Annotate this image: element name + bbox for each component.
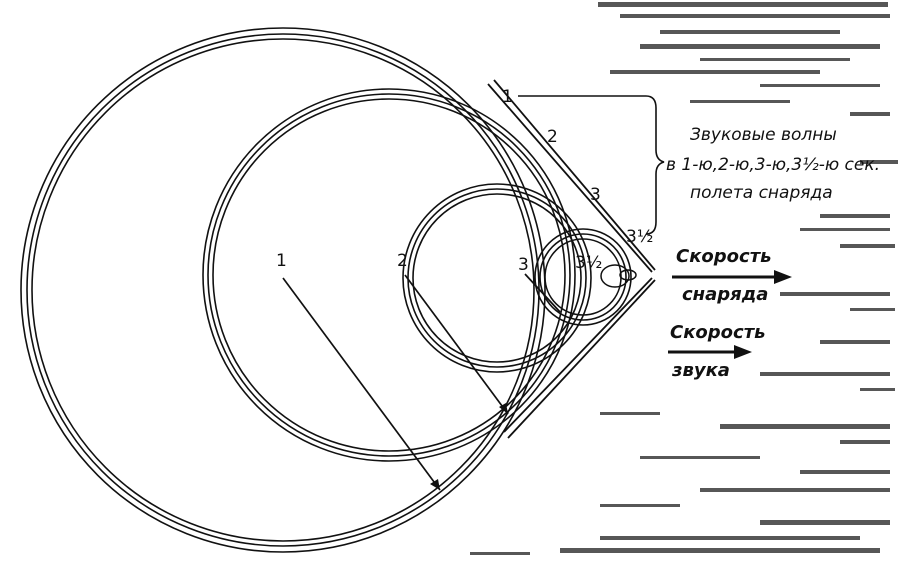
center-label-1: 1: [276, 251, 287, 271]
projectile-speed-label-1: Скорость: [676, 246, 772, 267]
projectile-speed-arrow: [672, 270, 792, 284]
sound-speed-label-1: Скорость: [670, 322, 766, 343]
sound-speed-label-2: звука: [671, 360, 730, 381]
mach-cone: [487, 79, 656, 439]
apex-loops: [600, 264, 637, 288]
center-label-2: 2: [397, 251, 408, 271]
top-label-3: 3: [590, 185, 601, 205]
wavefront-3: [402, 183, 592, 373]
center-label-3: 3: [518, 255, 529, 275]
wavefront-2: [202, 88, 576, 462]
top-label-1: 1: [502, 87, 513, 107]
caption-line-3: полета снаряда: [690, 183, 833, 203]
projectile-speed-label-2: снаряда: [682, 284, 768, 305]
background-texture: [470, 2, 898, 555]
top-label-2: 2: [547, 127, 558, 147]
top-label-3-5: 3½: [626, 227, 653, 247]
caption-line-2: в 1-ю,2-ю,3-ю,3½-ю сек.: [666, 155, 880, 175]
caption-brace: [518, 95, 665, 235]
wavefront-3-5: [534, 228, 632, 326]
center-label-3-5: 3½: [575, 253, 602, 273]
wavefront-1: [20, 27, 546, 553]
sound-speed-arrow: [668, 345, 752, 359]
radius-lines: [282, 273, 561, 491]
radius-arrowheads: [430, 403, 508, 490]
caption-line-1: Звуковые волны: [690, 125, 837, 145]
